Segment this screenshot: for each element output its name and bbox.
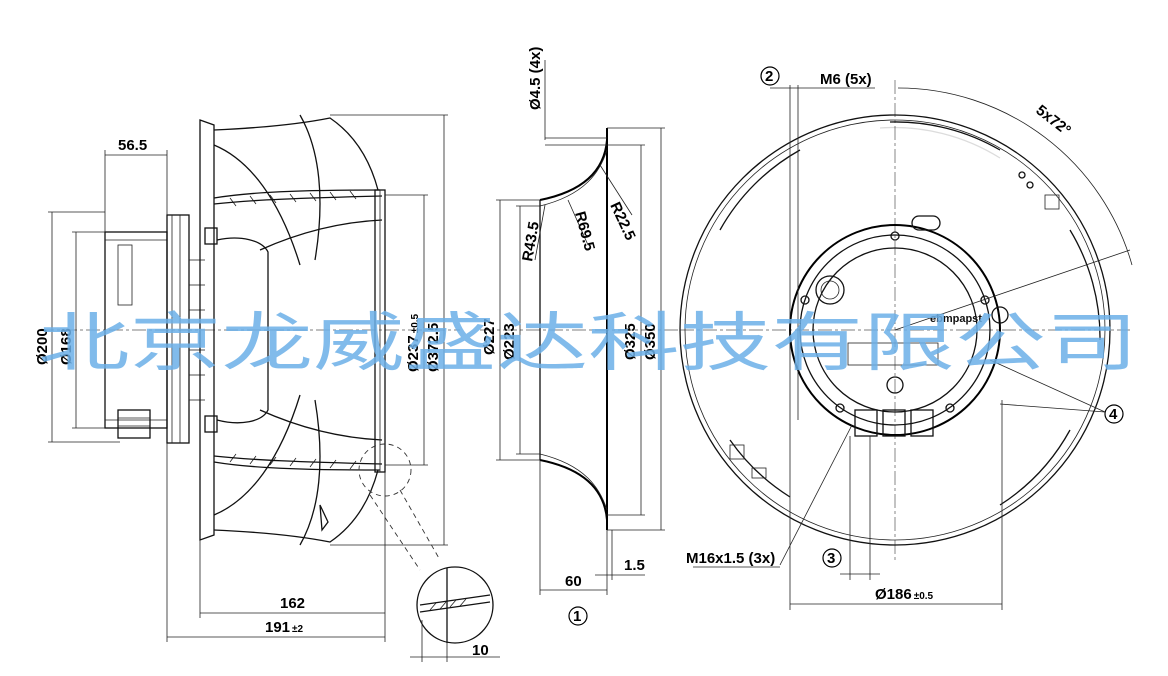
inlet-curve-bottom bbox=[539, 459, 608, 521]
dim-10: 10 bbox=[472, 642, 489, 659]
callout-1: 1 bbox=[568, 606, 588, 626]
callout-3: 3 bbox=[822, 548, 842, 568]
dim-d186: Ø186±0.5 bbox=[875, 586, 934, 603]
side-view: 56.5 Ø200 Ø168 Ø237±0.5 Ø372.5 bbox=[34, 114, 500, 662]
svg-text:4: 4 bbox=[1109, 406, 1118, 423]
dim-d4-5: Ø4.5 (4x) bbox=[527, 47, 544, 110]
brand-label: ebmpapst bbox=[930, 313, 982, 325]
inlet-curve-top bbox=[539, 139, 608, 201]
dim-r22-5: R22.5 bbox=[606, 200, 638, 243]
dim-191: 191±2 bbox=[265, 619, 304, 636]
impeller-backplate bbox=[199, 119, 215, 541]
dim-angle: 5x72° bbox=[1033, 102, 1074, 140]
dim-d372-5: Ø372.5 bbox=[425, 323, 442, 372]
dim-r69-5: R69.5 bbox=[571, 210, 598, 253]
motor-label-plate bbox=[117, 244, 133, 306]
dim-1-5: 1.5 bbox=[624, 557, 645, 574]
callout-4: 4 bbox=[1104, 404, 1124, 424]
dim-m6: M6 (5x) bbox=[820, 71, 872, 88]
dim-d223: Ø223 bbox=[501, 323, 518, 360]
impeller-blades bbox=[213, 114, 383, 546]
dim-162: 162 bbox=[280, 595, 305, 612]
dim-56-5: 56.5 bbox=[118, 137, 147, 154]
svg-text:3: 3 bbox=[827, 550, 835, 567]
svg-text:2: 2 bbox=[765, 68, 773, 85]
dim-d237: Ø237±0.5 bbox=[405, 313, 422, 372]
dim-m16: M16x1.5 (3x) bbox=[686, 550, 775, 567]
detail-circle bbox=[416, 566, 494, 644]
dim-d168: Ø168 bbox=[58, 328, 75, 365]
mounting-slots bbox=[719, 121, 1101, 506]
cable-glands bbox=[854, 409, 934, 437]
dim-d227: Ø227 bbox=[481, 318, 498, 355]
dim-r43-5: R43.5 bbox=[519, 220, 543, 262]
hub-boss bbox=[815, 275, 845, 305]
dim-d350: Ø350 bbox=[642, 323, 659, 360]
motor-flange bbox=[166, 214, 190, 444]
dim-d325: Ø325 bbox=[622, 323, 639, 360]
cable-gland bbox=[117, 409, 151, 439]
hub-screws bbox=[800, 231, 1009, 413]
watermark-text: 北京龙威盛达科技有限公司 bbox=[38, 307, 1138, 381]
outer-plate bbox=[679, 114, 1111, 546]
dim-60: 60 bbox=[565, 573, 582, 590]
callout-2: 2 bbox=[760, 66, 780, 86]
dim-d200: Ø200 bbox=[34, 328, 51, 365]
hub-dome bbox=[216, 237, 269, 424]
rotor-fins bbox=[189, 259, 205, 401]
svg-text:1: 1 bbox=[573, 608, 581, 625]
